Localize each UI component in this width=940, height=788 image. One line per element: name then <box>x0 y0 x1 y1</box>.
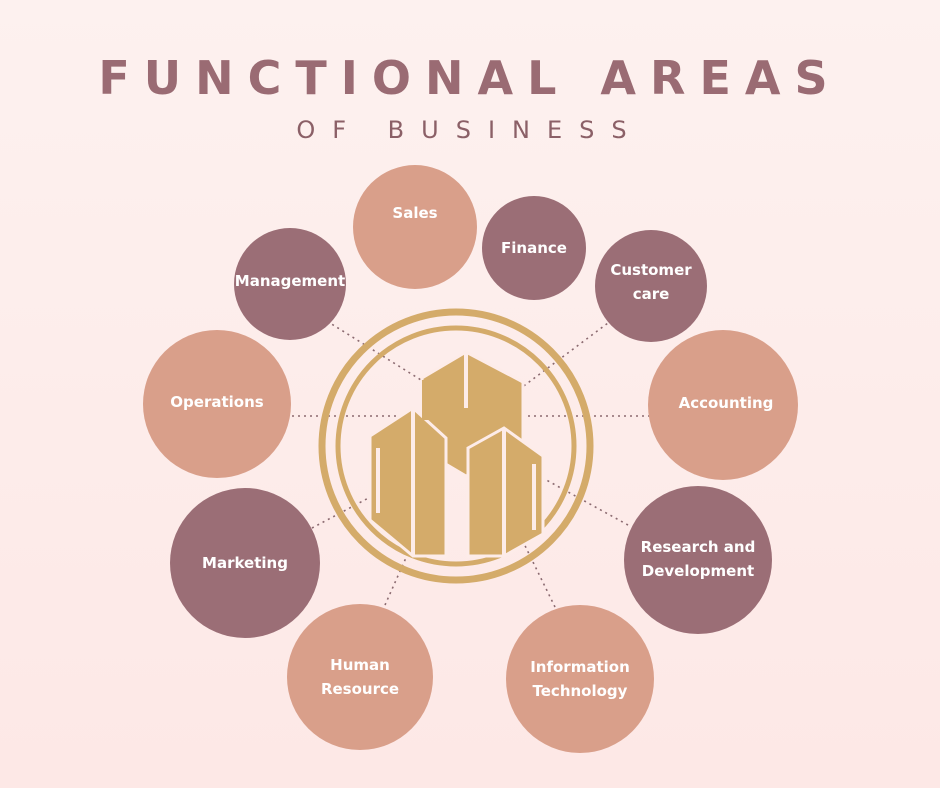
area-operations-label: Operations <box>170 393 264 411</box>
area-human-resource: Human Resource <box>287 604 433 750</box>
area-sales: Sales <box>353 165 477 289</box>
area-customer-care-label: Customer care <box>610 261 692 303</box>
area-management: Management <box>234 228 346 340</box>
area-accounting: Accounting <box>648 330 798 480</box>
area-information-technology-label: Information Technology <box>530 658 630 700</box>
page-title: FUNCTIONAL AREAS <box>98 51 842 105</box>
area-sales-label: Sales <box>392 204 438 222</box>
area-management-label: Management <box>234 272 346 290</box>
connector-research <box>509 459 629 526</box>
area-finance-label: Finance <box>501 239 567 257</box>
area-marketing-label: Marketing <box>202 554 288 572</box>
area-research-and-development-label: Research and Development <box>640 538 756 580</box>
page-subtitle: OF BUSINESS <box>296 116 644 144</box>
area-information-technology: Information Technology <box>506 605 654 753</box>
area-human-resource-label: Human Resource <box>320 656 400 698</box>
buildings-icon <box>318 308 594 584</box>
area-finance: Finance <box>482 196 586 300</box>
area-operations: Operations <box>143 330 291 478</box>
area-customer-care: Customer care <box>595 230 707 342</box>
area-research-and-development: Research and Development <box>624 486 772 634</box>
area-marketing: Marketing <box>170 488 320 638</box>
area-accounting-label: Accounting <box>678 394 774 412</box>
